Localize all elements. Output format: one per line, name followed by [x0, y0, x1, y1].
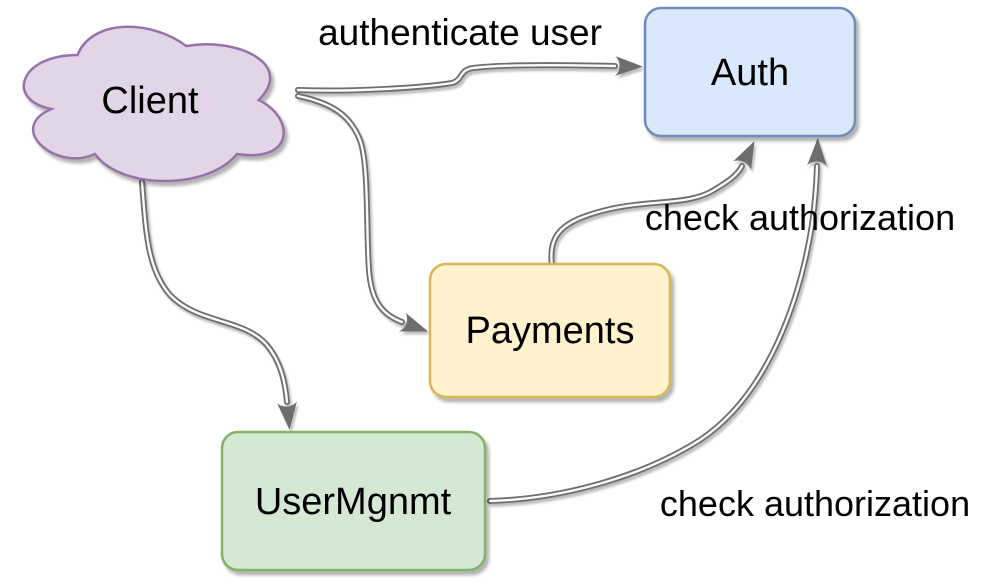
nodes-layer	[22, 6, 857, 572]
edge-client-payments	[295, 93, 429, 332]
edge-label-check-authorization-payments: check authorization	[645, 197, 955, 238]
edge-client-payments-highlight	[296, 94, 404, 324]
usermgnmt-label: UserMgnmt	[255, 481, 452, 523]
edges-layer	[139, 56, 827, 504]
client-cloud	[22, 25, 285, 183]
edge-client-usermgnmt	[139, 179, 297, 430]
edge-label-check-authorization-usermgnmt: check authorization	[660, 483, 970, 524]
auth-box	[643, 6, 857, 138]
edge-label-authenticate-user: authenticate user	[318, 12, 602, 53]
payments-label: Payments	[466, 310, 635, 352]
edge-client-auth	[295, 56, 643, 94]
edge-payments-auth-highlight	[550, 164, 744, 268]
edge-usermgnmt-auth-highlight	[488, 164, 819, 503]
usermgnmt-box	[220, 430, 487, 572]
auth-label: Auth	[711, 52, 789, 94]
payments-box	[428, 262, 672, 399]
edge-client-usermgnmt-highlight	[140, 180, 289, 404]
edge-client-auth-highlight	[296, 63, 617, 92]
client-label: Client	[101, 80, 199, 122]
